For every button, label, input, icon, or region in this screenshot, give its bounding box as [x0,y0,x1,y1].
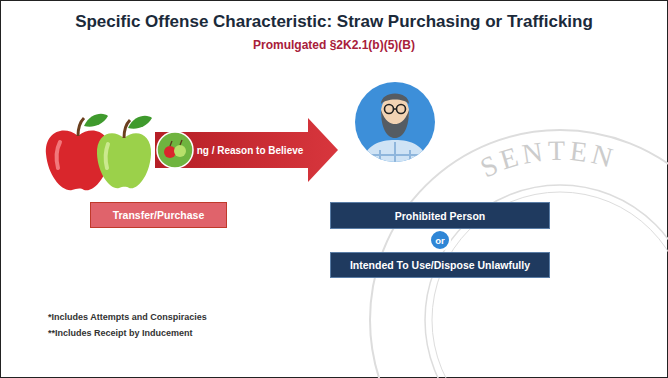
subtitle: Promulgated §2K2.1(b)(5)(B) [0,38,668,52]
node-text: ng / Reason to Believe [197,145,304,156]
connector-circle: or [429,229,451,251]
node-text: Prohibited Person [395,210,485,222]
node-text: Intended To Use/Dispose Unlawfully [350,259,530,271]
arrow-shape: ng / Reason to Believe [155,118,338,182]
node-text: or [435,235,445,246]
apples-icon [46,114,152,191]
watermark-text: SENTEN [475,135,620,184]
small-apples-icon [157,132,193,168]
process-box: Prohibited Person [330,202,550,229]
process-box: Transfer/Purchase [90,202,227,228]
arrow-body [155,118,338,182]
footnote: **Includes Receipt by Inducement [48,328,193,338]
footnote: *Includes Attempts and Conspiracies [48,312,207,322]
slide-title: Specific Offense Characteristic: Straw P… [0,12,668,32]
process-box: Intended To Use/Dispose Unlawfully [330,252,550,278]
person-icon [355,82,435,165]
node-text: Transfer/Purchase [113,209,205,221]
